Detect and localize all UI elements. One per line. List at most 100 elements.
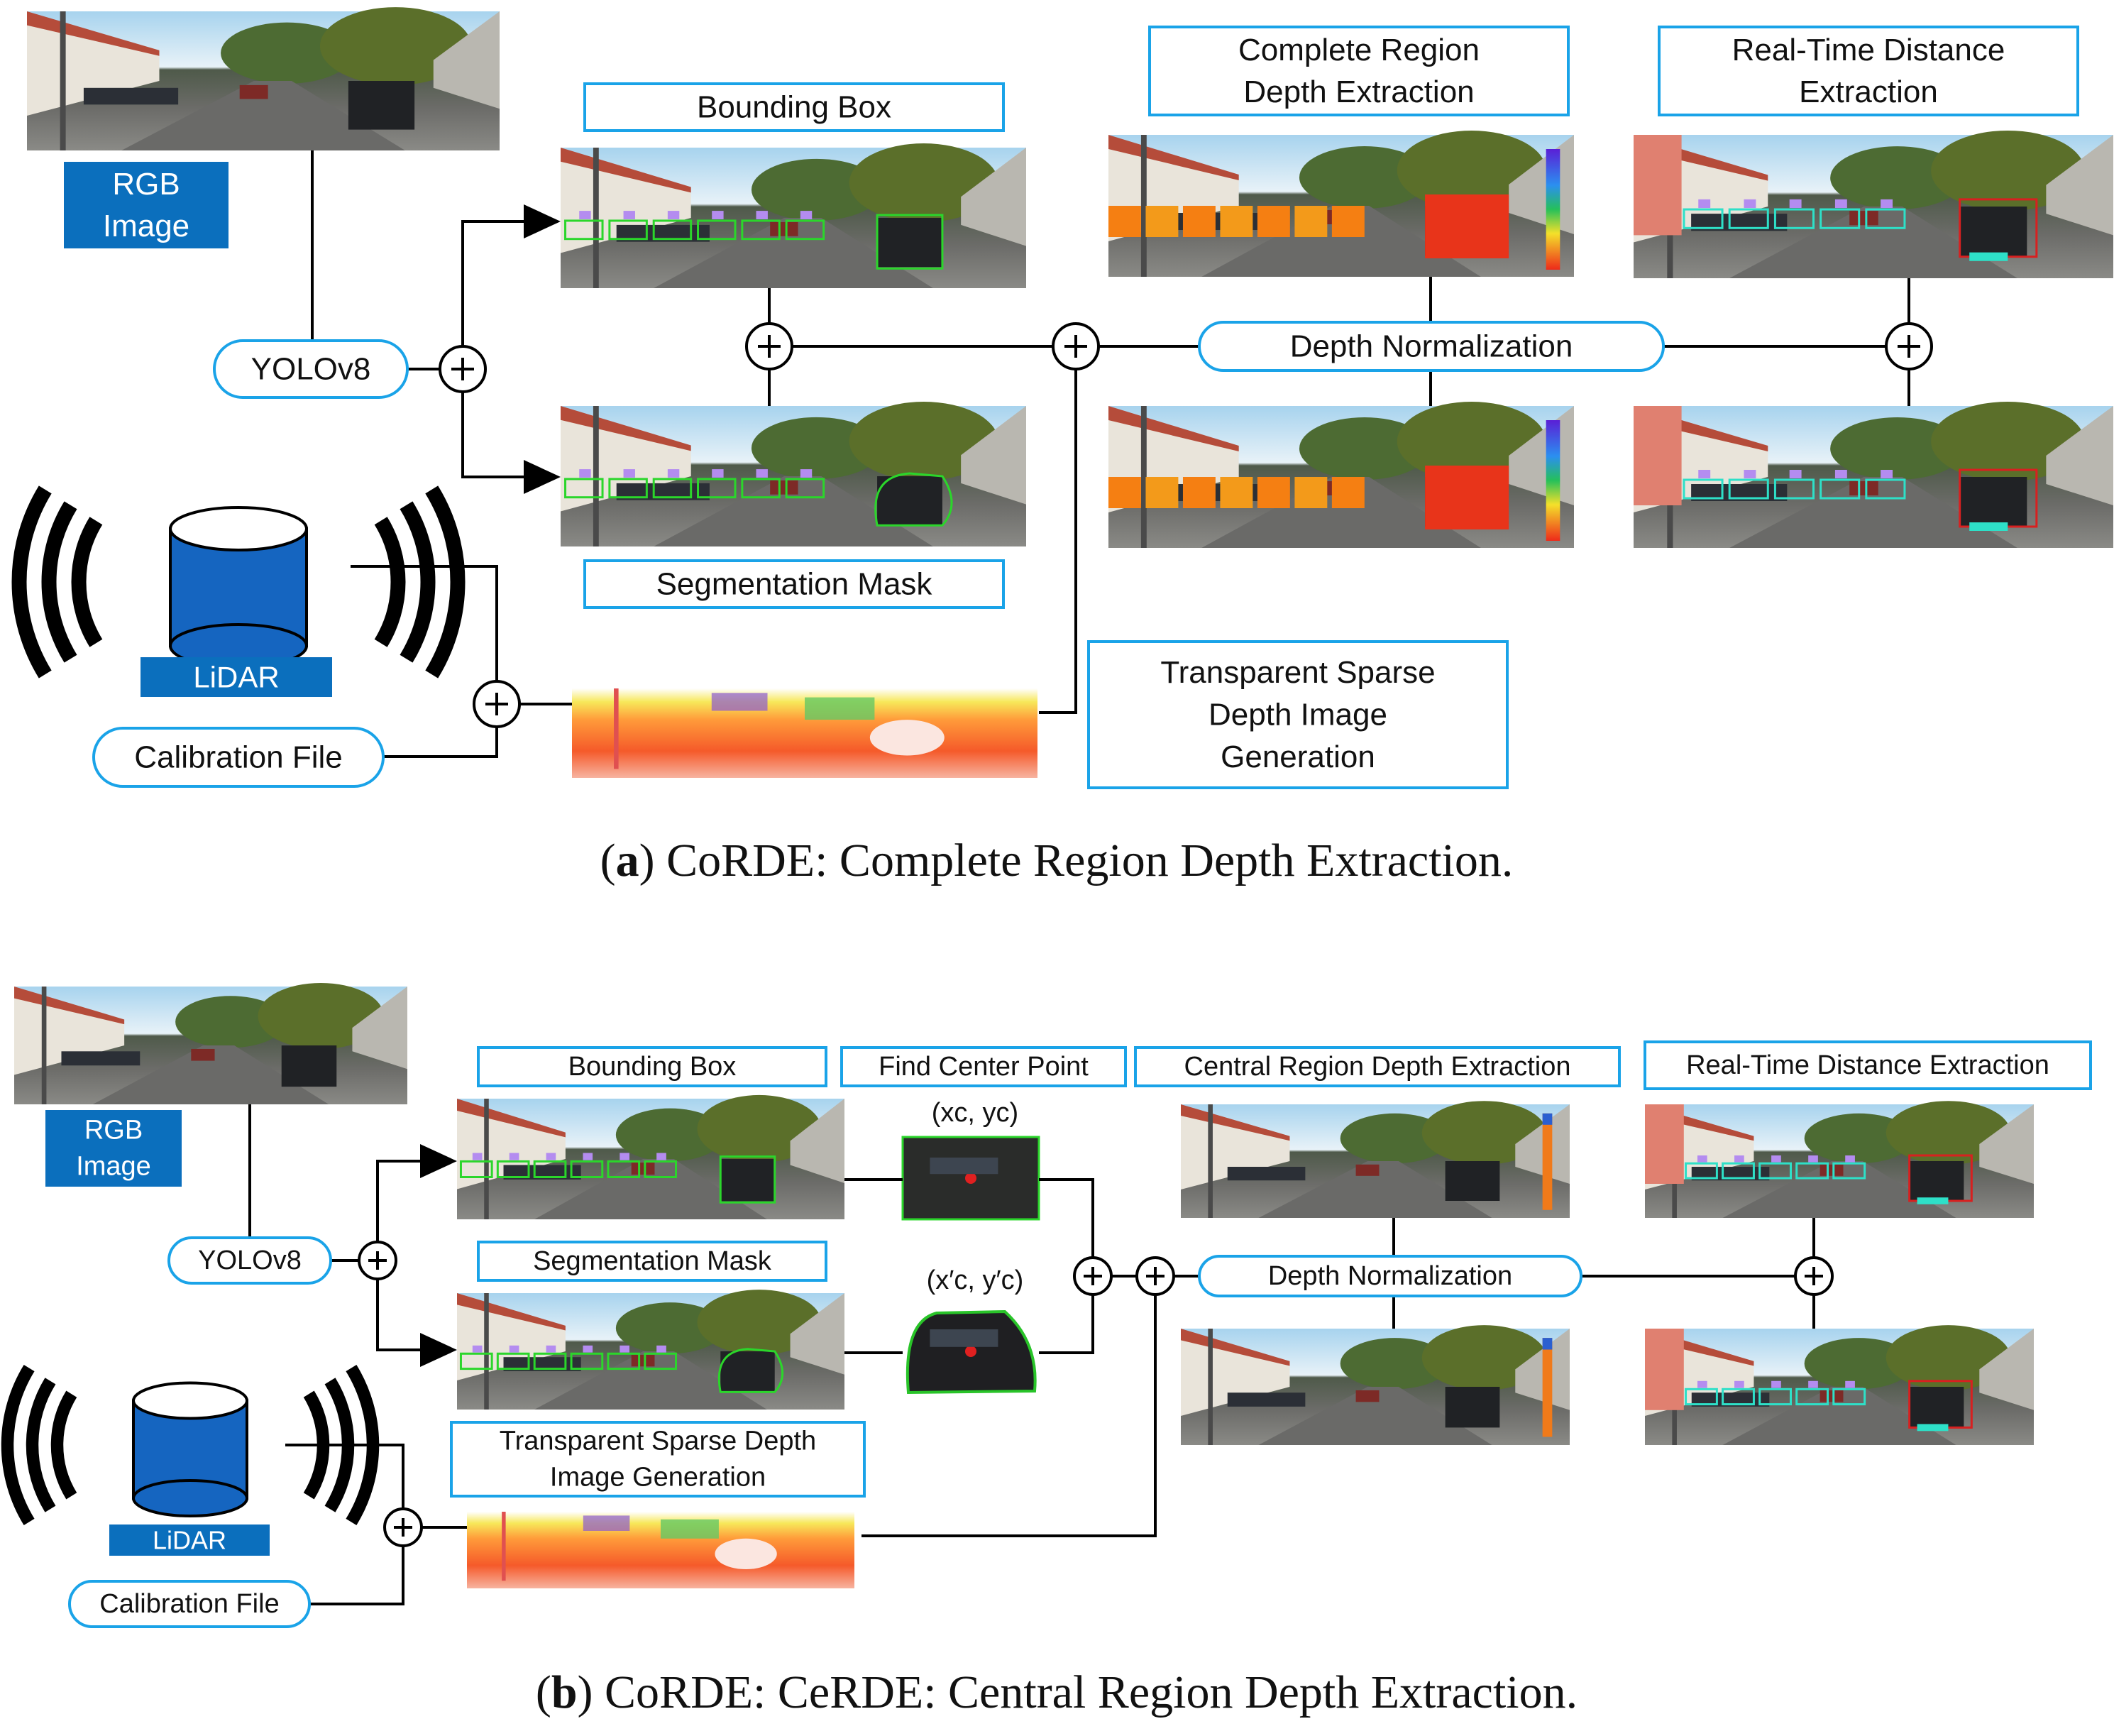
a-transparent-label-box <box>1087 640 1509 789</box>
a-calibration-line-0: Calibration File <box>134 740 342 775</box>
b-calib-to-plus <box>309 1546 404 1605</box>
b-crop2-to-plus <box>1039 1295 1094 1354</box>
b-rgb-label-badge <box>45 1110 182 1187</box>
a-transparent-label-line-0: Transparent Sparse <box>1160 655 1435 690</box>
b-rgb-label-line-0: RGB <box>84 1115 143 1145</box>
b-coord-center-line-0: (xc, yc) <box>932 1098 1018 1128</box>
b-yolo-line-0: YOLOv8 <box>198 1246 302 1275</box>
b-realtime-label-line-0: Real-Time Distance Extraction <box>1686 1050 2049 1080</box>
a-bbox-image <box>561 143 1026 288</box>
b-depth-norm-line-0: Depth Normalization <box>1268 1261 1512 1291</box>
b-yolo-pill <box>167 1236 332 1285</box>
a-realtime-label-line-1: Extraction <box>1799 75 1938 109</box>
a-realtime-label-box <box>1658 26 2079 116</box>
b-calibration-line-0: Calibration File <box>99 1589 279 1619</box>
b-lidar-label: LiDAR <box>153 1526 226 1555</box>
a-calibration: Calibration File <box>134 740 342 775</box>
a-realtime-label-line-0: Real-Time Distance <box>1732 33 2005 67</box>
a-rgb-label-line-1: Image <box>103 209 189 243</box>
a-dist-image-top <box>1634 130 2113 278</box>
a-arrow-bbox <box>524 204 561 238</box>
a-depth-norm-pill <box>1198 321 1665 372</box>
b-caption-letter: b <box>551 1666 578 1718</box>
a-depth-image-top <box>1108 131 1574 277</box>
a-depth-norm-line-0: Depth Normalization <box>1290 329 1573 364</box>
a-yolo-pill <box>213 339 409 399</box>
b-dist-image-bottom <box>1645 1325 2034 1445</box>
b-rgb-image <box>14 983 407 1104</box>
b-plus-dist <box>1794 1256 1834 1296</box>
b-crop1-to-plus <box>1039 1178 1094 1258</box>
b-central-label: Central Region Depth Extraction <box>1184 1052 1571 1082</box>
b-transparent-label-line-1: Image Generation <box>550 1463 766 1493</box>
b-yolo: YOLOv8 <box>198 1246 302 1275</box>
a-lidar-label: LiDAR <box>193 661 279 694</box>
b-caption-open: ( <box>536 1666 551 1718</box>
a-complete-label-line-0: Complete Region <box>1238 33 1480 67</box>
b-realtime-label: Real-Time Distance Extraction <box>1686 1050 2049 1080</box>
a-caption-letter: a <box>616 835 639 886</box>
a-calib-to-plus <box>383 727 498 758</box>
a-caption-text: ) CoRDE: Complete Region Depth Extractio… <box>639 835 1514 886</box>
a-caption: (a) CoRDE: Complete Region Depth Extract… <box>600 835 1514 886</box>
b-realtime-label-box <box>1644 1040 2092 1090</box>
a-rgb-image <box>27 7 500 150</box>
a-seg-label: Segmentation Mask <box>656 567 933 602</box>
a-plus-depth <box>1052 322 1100 370</box>
a-transparent-label-line-1: Depth Image <box>1209 698 1387 732</box>
b-plus-yolo <box>358 1241 397 1280</box>
b-lidar-up <box>861 1295 1157 1537</box>
a-lidar-up <box>1039 369 1077 714</box>
a-lidar-icon <box>11 485 466 679</box>
b-calibration: Calibration File <box>99 1589 279 1619</box>
b-coord-center: (xc, yc) <box>932 1098 1018 1128</box>
b-plus-to-seg <box>376 1279 426 1351</box>
a-plus-to-seg <box>461 392 525 478</box>
b-bbox-image <box>457 1094 844 1219</box>
b-center-label-line-0: Find Center Point <box>879 1052 1089 1082</box>
b-bbox-label-box <box>477 1046 827 1087</box>
a-seg-label-box <box>583 559 1005 609</box>
a-depth-norm: Depth Normalization <box>1290 329 1573 364</box>
b-dist-image-top <box>1645 1101 2034 1218</box>
b-plus-to-bbox <box>376 1160 426 1242</box>
b-plus-depth <box>1135 1256 1175 1296</box>
b-seg-image <box>457 1290 844 1410</box>
a-plus-merge <box>745 322 793 370</box>
b-calibration-pill <box>68 1580 311 1628</box>
a-dist-image-bottom <box>1634 402 2113 548</box>
a-bbox-label-box <box>583 82 1005 132</box>
b-coord-center-seg: (x′c, y′c) <box>927 1265 1024 1295</box>
b-crop-seg <box>905 1309 1037 1395</box>
b-seg-label-box <box>477 1241 827 1282</box>
a-yolo: YOLOv8 <box>251 352 371 387</box>
a-bbox-label: Bounding Box <box>697 90 891 125</box>
b-lidar-label-badge <box>109 1525 270 1556</box>
b-crop-bbox <box>901 1136 1040 1221</box>
a-lidar-label-line-0: LiDAR <box>193 661 279 694</box>
a-plus-dist <box>1885 322 1933 370</box>
a-calibration-pill <box>92 727 385 788</box>
b-depth-norm-pill <box>1198 1255 1582 1297</box>
b-central-label-box <box>1134 1046 1621 1087</box>
b-seg-label-line-0: Segmentation Mask <box>533 1246 772 1276</box>
a-caption-open: ( <box>600 835 616 886</box>
b-center-label: Find Center Point <box>879 1052 1089 1082</box>
a-arrow-seg <box>524 460 561 494</box>
a-sparse-depth-image <box>572 688 1037 778</box>
a-bbox-label-line-0: Bounding Box <box>697 90 891 125</box>
b-seg-label: Segmentation Mask <box>533 1246 772 1276</box>
a-complete-label-box <box>1148 26 1570 116</box>
b-bbox-label-line-0: Bounding Box <box>568 1052 737 1082</box>
b-lidar-label-line-0: LiDAR <box>153 1526 226 1555</box>
a-plus-lidar <box>473 680 521 728</box>
b-depth-image-top <box>1181 1101 1570 1218</box>
a-depth-image-bottom <box>1108 402 1574 548</box>
